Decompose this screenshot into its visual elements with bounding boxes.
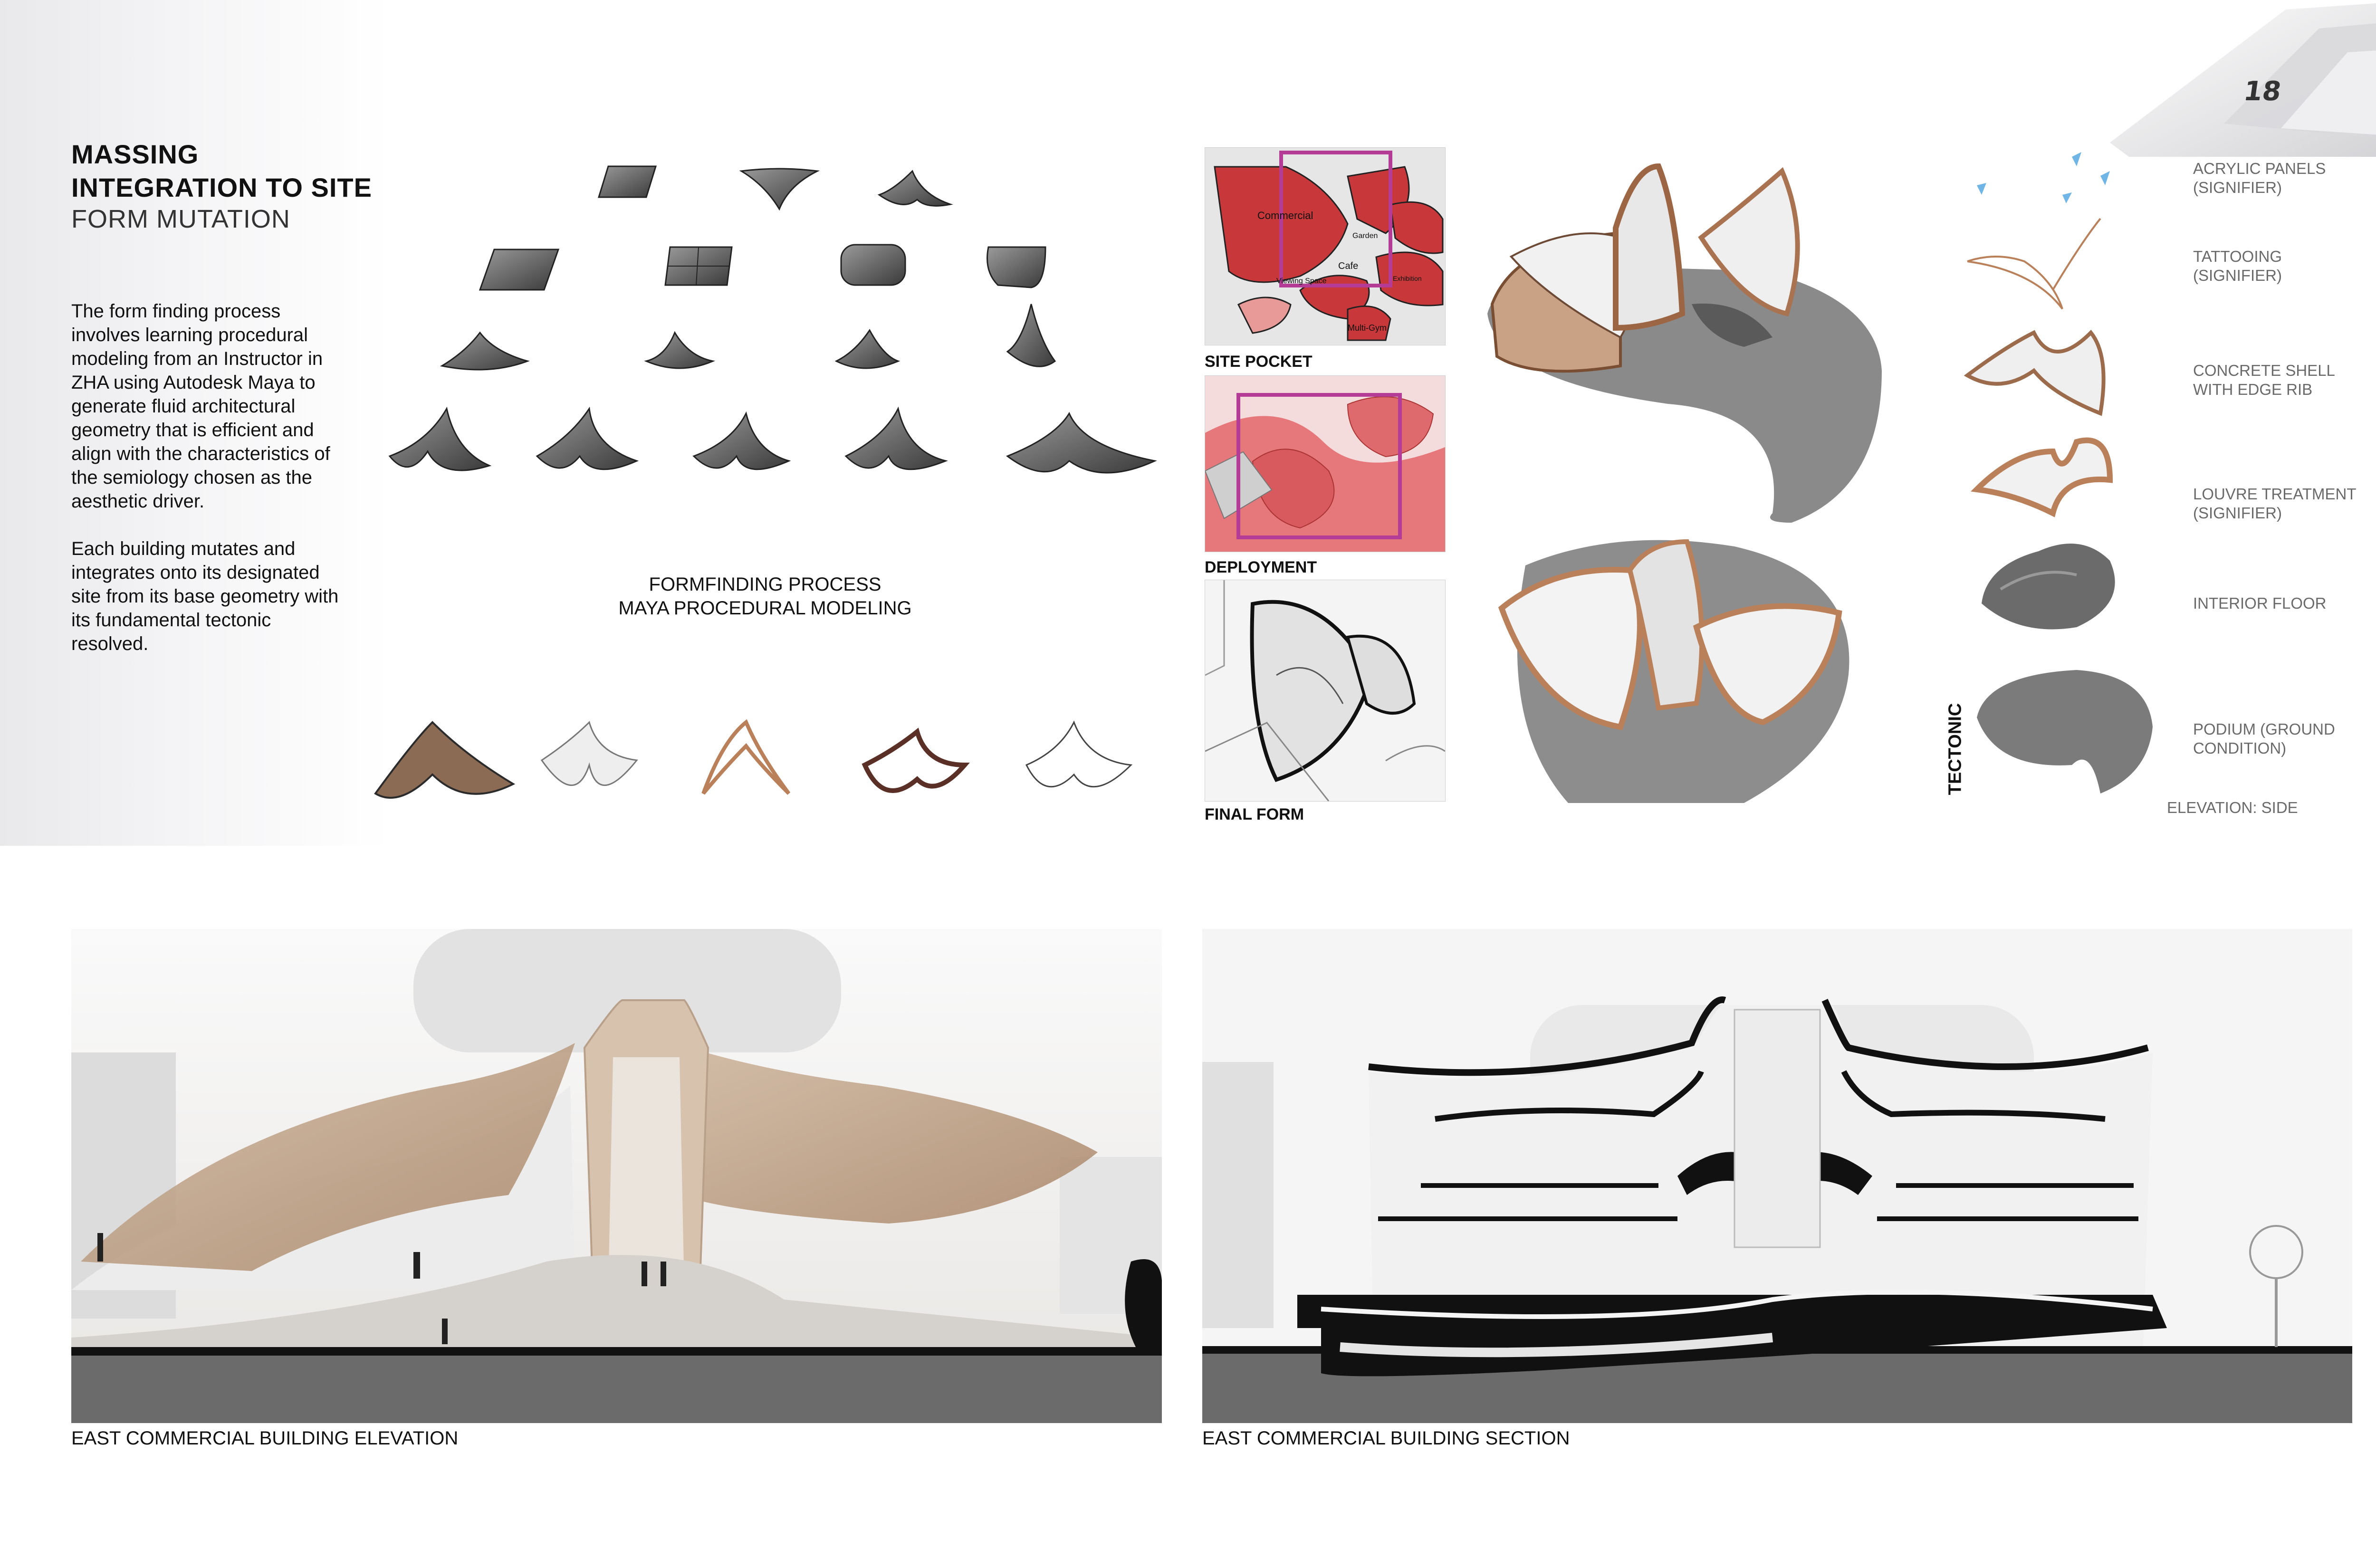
tectonic-layer-tattooing: TATTOOING (SIGNIFIER) [2193, 247, 2374, 285]
deployment-label: DEPLOYMENT [1205, 558, 1317, 576]
zone-label-commercial: Commercial [1257, 210, 1313, 221]
tectonic-layer-tattooing-line1: TATTOOING [2193, 248, 2282, 265]
tectonic-layer-concrete-line1: CONCRETE SHELL [2193, 362, 2335, 379]
formfinding-matrix [388, 165, 1157, 474]
tectonic-title: TECTONIC [1945, 703, 1965, 795]
elevation-side-note: ELEVATION: SIDE [2167, 799, 2298, 816]
page-title: MASSING INTEGRATION TO SITE [71, 138, 372, 204]
corner-decoration [2110, 3, 2376, 157]
final-form-panel [1205, 580, 1446, 802]
section-caption: EAST COMMERCIAL BUILDING SECTION [1202, 1428, 1570, 1449]
deployment-panel [1205, 375, 1446, 552]
tectonic-layer-concrete: CONCRETE SHELL WITH EDGE RIB [2193, 361, 2374, 399]
zone-label-garden: Garden [1352, 232, 1378, 240]
page-number: 18 [2242, 76, 2283, 107]
title-line-1: MASSING [71, 139, 199, 169]
description-text: The form finding process involves learni… [71, 299, 347, 679]
perspective-render-top [1487, 163, 1882, 523]
site-pocket-panel: Commercial Garden Cafe Exhibition Multi-… [1205, 147, 1446, 345]
tectonic-layer-podium-line1: PODIUM (GROUND [2193, 720, 2335, 738]
formfinding-caption: FORMFINDING PROCESS MAYA PROCEDURAL MODE… [599, 573, 931, 620]
elevation-render [71, 929, 1162, 1423]
tectonic-layer-interior: INTERIOR FLOOR [2193, 594, 2374, 613]
zone-label-viewing: Viewing Space [1276, 277, 1327, 285]
tectonic-layer-acrylic-line1: ACRYLIC PANELS [2193, 160, 2326, 177]
tectonic-layer-interior-line1: INTERIOR FLOOR [2193, 594, 2327, 612]
tectonic-layer-acrylic-line2: (SIGNIFIER) [2193, 179, 2282, 196]
tectonic-layer-podium-line2: CONDITION) [2193, 739, 2287, 757]
tectonic-layer-acrylic: ACRYLIC PANELS (SIGNIFIER) [2193, 159, 2374, 197]
formfinding-caption-line-2: MAYA PROCEDURAL MODELING [618, 598, 912, 619]
zone-label-exhibition: Exhibition [1393, 275, 1422, 282]
tectonic-layer-louvre-line1: LOUVRE TREATMENT [2193, 485, 2357, 503]
description-paragraph-1: The form finding process involves learni… [71, 301, 330, 512]
formfinding-caption-line-1: FORMFINDING PROCESS [649, 574, 881, 595]
final-form-label: FINAL FORM [1205, 805, 1304, 823]
tectonic-layer-louvre-line2: (SIGNIFIER) [2193, 504, 2282, 522]
zone-label-multigym: Multi-Gym [1348, 323, 1387, 333]
section-render [1202, 929, 2352, 1423]
zone-label-cafe: Cafe [1338, 261, 1358, 271]
tectonic-layer-podium: PODIUM (GROUND CONDITION) [2193, 720, 2374, 758]
site-pocket-label: SITE POCKET [1205, 353, 1313, 371]
tectonic-layer-tattooing-line2: (SIGNIFIER) [2193, 267, 2282, 284]
perspective-render-bottom [1498, 539, 1849, 803]
tectonic-title-wrap: TECTONIC [1941, 691, 1970, 805]
form-variation-row [374, 719, 1133, 799]
tectonic-layer-louvre: LOUVRE TREATMENT (SIGNIFIER) [2193, 485, 2374, 523]
tectonic-layer-concrete-line2: WITH EDGE RIB [2193, 381, 2313, 398]
description-paragraph-2: Each building mutates and integrates ont… [71, 538, 339, 654]
tectonic-exploded-axonometric [1964, 152, 2153, 794]
elevation-caption: EAST COMMERCIAL BUILDING ELEVATION [71, 1428, 459, 1449]
left-background-fade [0, 0, 390, 846]
title-line-2: INTEGRATION TO SITE [71, 172, 372, 202]
page-subtitle: FORM MUTATION [71, 205, 290, 233]
